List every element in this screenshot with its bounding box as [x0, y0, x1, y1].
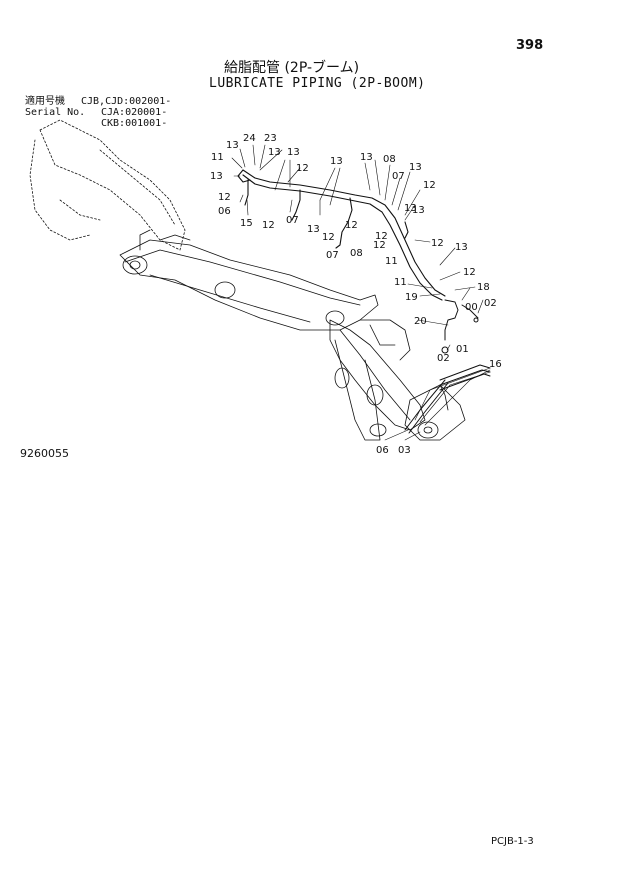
callout-23: 23 [264, 133, 277, 144]
fitting-group [441, 299, 479, 354]
callout-12: 12 [431, 238, 444, 249]
serial-range-1: CJB,CJD:002001- [81, 96, 172, 107]
catalog-reference: PCJB-1-3 [491, 836, 534, 847]
callout-12: 12 [218, 192, 231, 203]
callout-13: 13 [360, 152, 373, 163]
callout-00: 00 [465, 302, 478, 313]
callout-13: 13 [404, 203, 417, 214]
callout-15: 15 [240, 218, 253, 229]
callout-11: 11 [211, 152, 224, 163]
serial-label-jp: 適用号機 [25, 96, 65, 107]
callout-06: 06 [376, 445, 389, 456]
callout-12: 12 [423, 180, 436, 191]
callout-19: 19 [405, 292, 418, 303]
callout-12: 12 [345, 220, 358, 231]
callout-03: 03 [398, 445, 411, 456]
callout-12: 12 [262, 220, 275, 231]
callout-13: 13 [226, 140, 239, 151]
page-title-en: LUBRICATE PIPING (2P-BOOM) [209, 76, 426, 91]
boom-foot [404, 384, 466, 441]
serial-range-2: CJA:020001- [101, 107, 168, 118]
lube-piping [237, 169, 446, 301]
callout-13: 13 [412, 205, 425, 216]
callout-16: 16 [489, 359, 502, 370]
serial-label-en: Serial No. [25, 107, 86, 118]
callout-07: 07 [326, 250, 339, 261]
page-number: 398 [516, 38, 544, 53]
callout-02: 02 [484, 298, 497, 309]
callout-07: 07 [392, 171, 405, 182]
callout-12: 12 [375, 231, 388, 242]
callout-12: 12 [373, 240, 386, 251]
callout-24: 24 [243, 133, 256, 144]
callout-06: 06 [218, 206, 231, 217]
callout-12: 12 [322, 232, 335, 243]
callout-13: 13 [307, 224, 320, 235]
callout-13: 13 [455, 242, 468, 253]
callout-12: 12 [463, 267, 476, 278]
callout-01: 01 [456, 344, 469, 355]
callout-13: 13 [287, 147, 300, 158]
boom-body [119, 229, 379, 331]
figure-number: 9260055 [20, 447, 69, 460]
callout-07: 07 [286, 215, 299, 226]
callout-13: 13 [210, 171, 223, 182]
callout-02: 02 [437, 353, 450, 364]
callout-11: 11 [385, 256, 398, 267]
callout-13: 13 [409, 162, 422, 173]
callout-08: 08 [350, 248, 363, 259]
callout-20: 20 [414, 316, 427, 327]
boom-foot-hoses [404, 364, 491, 434]
leader-lines [231, 144, 491, 441]
callout-labels: 24 23 13 13 11 13 13 12 12 06 15 12 07 1… [210, 133, 502, 456]
callout-18: 18 [477, 282, 490, 293]
arm-outline [29, 119, 186, 251]
page-title-jp: 給脂配管 (2P-ブーム) [224, 60, 360, 76]
callout-12: 12 [296, 163, 309, 174]
callout-11: 11 [394, 277, 407, 288]
serial-range-3: CKB:001001- [101, 118, 168, 129]
callout-13: 13 [268, 147, 281, 158]
callout-08: 08 [383, 154, 396, 165]
callout-13: 13 [330, 156, 343, 167]
